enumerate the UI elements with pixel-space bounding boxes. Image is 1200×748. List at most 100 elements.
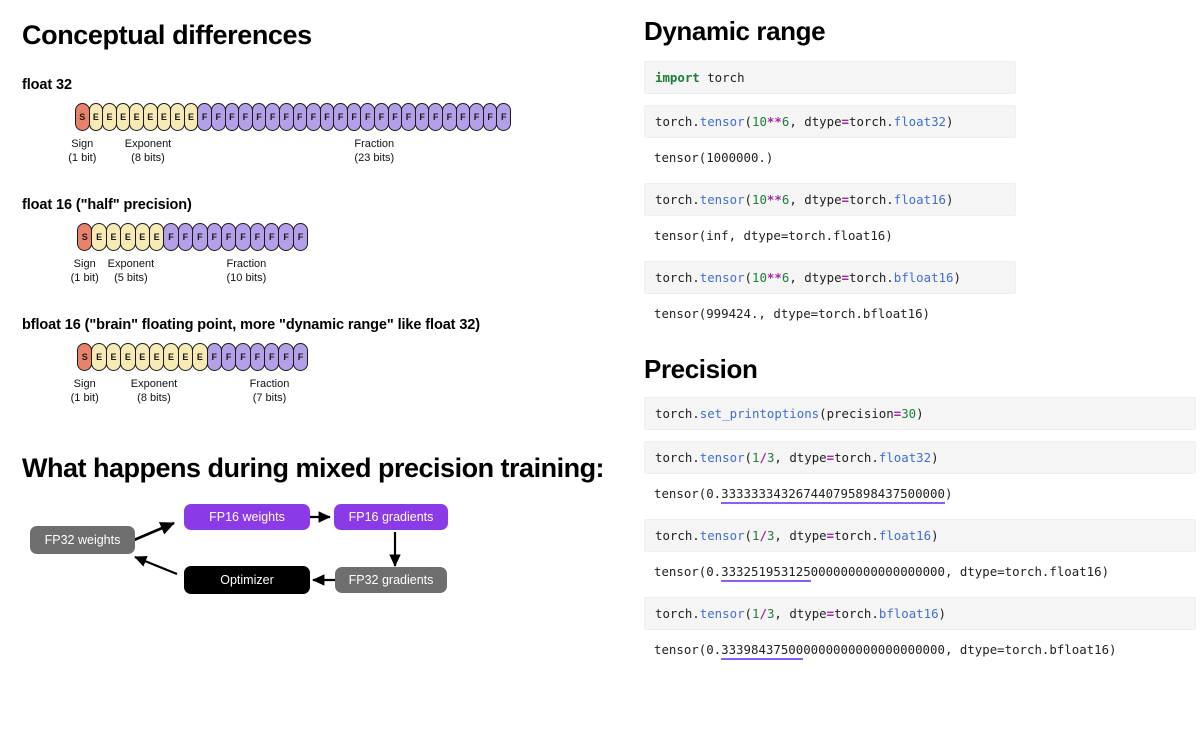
legend-name: Sign	[71, 138, 94, 150]
fraction-bit-cell: F	[249, 343, 266, 371]
exponent-bit-cell: E	[177, 343, 194, 371]
code-token: float32	[893, 114, 946, 129]
code-token: 30	[901, 406, 917, 421]
code-token: tensor	[699, 528, 745, 543]
fraction-bit-cell: F	[496, 103, 511, 131]
exponent-bit-cell: E	[192, 343, 208, 371]
node-fp16-gradients: FP16 gradients	[334, 504, 448, 530]
code-token: **	[766, 114, 782, 129]
fraction-bit-cell: F	[210, 103, 226, 131]
code-token: torch.	[849, 270, 894, 285]
node-fp16-weights-label: FP16 weights	[209, 510, 285, 524]
legend-fraction: Fraction(7 bits)	[250, 377, 290, 405]
precision-output-line: tensor(0.333333343267440795898437500000)	[644, 479, 1188, 508]
fraction-bit-cell: F	[220, 343, 237, 371]
code-token: , dtype	[789, 270, 842, 285]
fraction-bit-cell: F	[224, 103, 240, 131]
dynamic-range-output-line: tensor(999424., dtype=torch.bfloat16)	[654, 306, 931, 321]
precision-code-block[interactable]: torch.tensor(1/3, dtype=torch.float32)	[644, 441, 1196, 474]
float-format-label: float 32	[22, 77, 72, 93]
fraction-bit-cell: F	[387, 103, 403, 131]
code-token: set_printoptions	[699, 406, 820, 421]
code-token: **	[766, 192, 782, 207]
exponent-bit-cell: E	[105, 223, 122, 251]
float-format-label: float 16 ("half" precision)	[22, 197, 192, 213]
exponent-bit-cell: E	[91, 223, 107, 251]
fraction-bit-cell: F	[206, 223, 222, 251]
output-underlined-digits: 333251953125	[721, 564, 811, 582]
code-token: , dtype	[774, 450, 827, 465]
output-prefix: tensor(0.	[654, 564, 722, 579]
exponent-bit-cell: E	[183, 103, 199, 131]
legend-detail: (1 bit)	[70, 272, 99, 284]
code-token: torch.	[655, 450, 700, 465]
sign-bit-cell: S	[77, 343, 93, 371]
code-token: torch.	[849, 192, 894, 207]
legend-sign: Sign(1 bit)	[68, 137, 96, 165]
code-token: float16	[893, 192, 946, 207]
fraction-bit-cell: F	[278, 343, 294, 371]
fraction-bit-cell: F	[177, 223, 194, 251]
exponent-bit-cell: E	[134, 343, 150, 371]
code-token: 6	[781, 192, 790, 207]
precision-code-block[interactable]: torch.tensor(1/3, dtype=torch.bfloat16)	[644, 597, 1196, 630]
code-token: )	[945, 192, 954, 207]
code-token: (	[744, 270, 752, 285]
code-token: float16	[878, 528, 932, 543]
fraction-bit-cell: F	[346, 103, 362, 131]
node-fp16-gradients-label: FP16 gradients	[348, 510, 434, 524]
dynamic-range-code-block[interactable]: import torch	[644, 61, 1016, 94]
code-token: 1	[752, 606, 760, 621]
dynamic-range-output-line: tensor(inf, dtype=torch.float16)	[654, 228, 893, 243]
legend-name: Exponent	[130, 378, 178, 390]
code-token: tensor	[699, 270, 745, 285]
code-token: (precision	[819, 406, 894, 421]
page-title: Conceptual differences	[22, 20, 312, 50]
code-token: torch.	[655, 114, 700, 129]
code-token: torch.	[655, 270, 700, 285]
code-token: torch.	[849, 114, 894, 129]
legend-name: Exponent	[107, 258, 155, 270]
fraction-bit-cell: F	[482, 103, 498, 131]
dynamic-range-code-block[interactable]: torch.tensor(10**6, dtype=torch.bfloat16…	[644, 261, 1016, 294]
code-token: (	[744, 450, 752, 465]
exponent-bit-cell: E	[156, 103, 172, 131]
code-token: 10	[752, 270, 767, 285]
code-token: import	[655, 70, 700, 85]
legend-detail: (7 bits)	[252, 392, 287, 404]
code-token: )	[931, 450, 939, 465]
legend-fraction: Fraction(23 bits)	[354, 137, 394, 165]
legend-detail: (5 bits)	[114, 272, 148, 284]
fraction-bit-cell: F	[235, 343, 251, 371]
fraction-bit-cell: F	[469, 103, 484, 131]
code-token: /	[759, 450, 767, 465]
precision-code-block[interactable]: torch.set_printoptions(precision=30)	[644, 397, 1196, 430]
code-token: torch.	[655, 192, 700, 207]
precision-blocks: torch.set_printoptions(precision=30)torc…	[644, 397, 1196, 664]
code-token: )	[931, 528, 939, 543]
code-token: 3	[766, 450, 775, 465]
legend-detail: (8 bits)	[137, 392, 171, 404]
legend-exponent: Exponent (5 bits)	[108, 257, 154, 285]
dynamic-range-code-block[interactable]: torch.tensor(10**6, dtype=torch.float16)	[644, 183, 1016, 216]
fraction-bit-cell: F	[278, 103, 294, 131]
dynamic-range-code-block[interactable]: torch.tensor(10**6, dtype=torch.float32)	[644, 105, 1016, 138]
code-token: , dtype	[774, 606, 827, 621]
precision-code-block[interactable]: torch.tensor(1/3, dtype=torch.float16)	[644, 519, 1196, 552]
code-token: =	[841, 114, 849, 129]
mixed-precision-title: What happens during mixed precision trai…	[22, 453, 605, 483]
exponent-bit-cell: E	[91, 343, 107, 371]
sign-bit-cell: S	[75, 103, 90, 131]
code-token: bfloat16	[893, 270, 954, 285]
mixed-precision-section: What happens during mixed precision trai…	[22, 453, 630, 614]
exponent-bit-cell: E	[170, 103, 185, 131]
legend-sign: Sign(1 bit)	[71, 257, 99, 285]
legend-detail: (23 bits)	[354, 152, 395, 164]
output-underlined-digits: 333333343267440795898437500000	[721, 486, 945, 504]
bit-field-legend: Sign(1 bit)Exponent(5 bits)Fraction(10 b…	[22, 257, 630, 291]
code-token: )	[938, 606, 947, 621]
